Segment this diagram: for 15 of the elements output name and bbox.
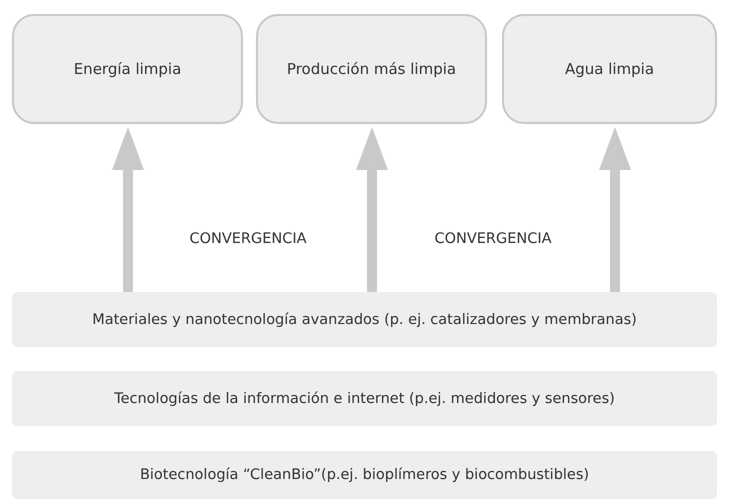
node-text: Energía limpia <box>74 60 182 78</box>
convergence-label: CONVERGENCIA <box>434 231 552 247</box>
node-text: Materiales y nanotecnología avanzados (p. ej. catalizadores y membranas) <box>92 312 637 328</box>
node-text: Agua limpia <box>564 60 654 78</box>
goal-box <box>12 14 243 124</box>
technology-band <box>12 292 717 347</box>
block-arrow <box>599 127 631 292</box>
block-arrow <box>112 127 144 292</box>
node-text: Biotecnología “CleanBio”(p.ej. bioplímeros y biocombustibles) <box>140 467 590 483</box>
node-text: Tecnologías de la información e internet (p.ej. medidores y sensores) <box>114 390 615 406</box>
block-arrow <box>356 127 388 292</box>
goal-box <box>256 14 487 124</box>
goal-box <box>502 14 717 124</box>
node-text: Producción más limpia <box>286 60 456 78</box>
convergence-label: CONVERGENCIA <box>189 231 307 247</box>
